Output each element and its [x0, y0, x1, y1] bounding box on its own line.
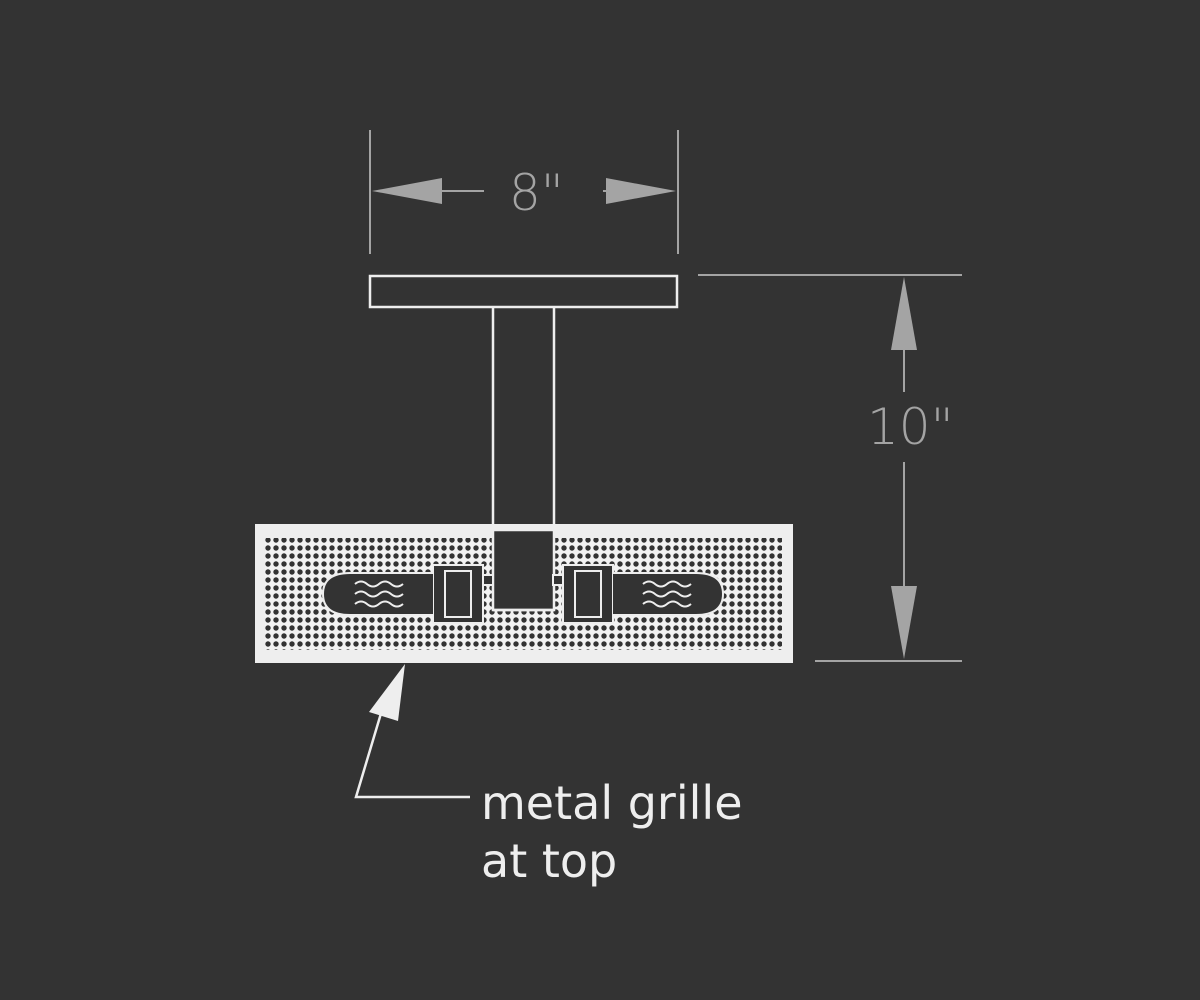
- callout-leader: [354, 664, 470, 799]
- bulb-left-filament-2: [354, 590, 404, 598]
- height-arrow-top-icon: [891, 277, 917, 350]
- height-dimension: [698, 274, 962, 662]
- socket-left-clip: [482, 574, 494, 586]
- ceiling-canopy: [368, 274, 679, 309]
- grille-housing: [255, 524, 793, 663]
- socket-right-inner: [574, 570, 602, 618]
- bulb-right-filament-1: [642, 580, 692, 588]
- width-dimension-label: 8": [509, 164, 564, 222]
- width-arrow-right-icon: [606, 178, 676, 204]
- socket-left-inner: [444, 570, 472, 618]
- width-dimension: [369, 130, 679, 254]
- callout-text-line1: metal grille: [481, 776, 743, 830]
- bulb-right-filament-2: [642, 590, 692, 598]
- bulb-left-filament-3: [354, 600, 404, 608]
- socket-right-outer: [562, 564, 614, 624]
- bulb-right-filament-3: [642, 600, 692, 608]
- height-dimension-label: 10": [867, 398, 954, 456]
- height-arrow-bottom-icon: [891, 586, 917, 659]
- leader-arrowhead-icon: [369, 664, 405, 721]
- stem-collar: [491, 528, 556, 612]
- leader-line: [354, 699, 470, 799]
- socket-right-clip: [552, 574, 564, 586]
- width-arrow-left-icon: [372, 178, 442, 204]
- socket-left-outer: [432, 564, 484, 624]
- lamp-assembly-left: [321, 564, 494, 624]
- callout-text-line2: at top: [481, 834, 618, 888]
- lamp-assembly-right: [552, 564, 725, 624]
- bulb-left-filament-1: [354, 580, 404, 588]
